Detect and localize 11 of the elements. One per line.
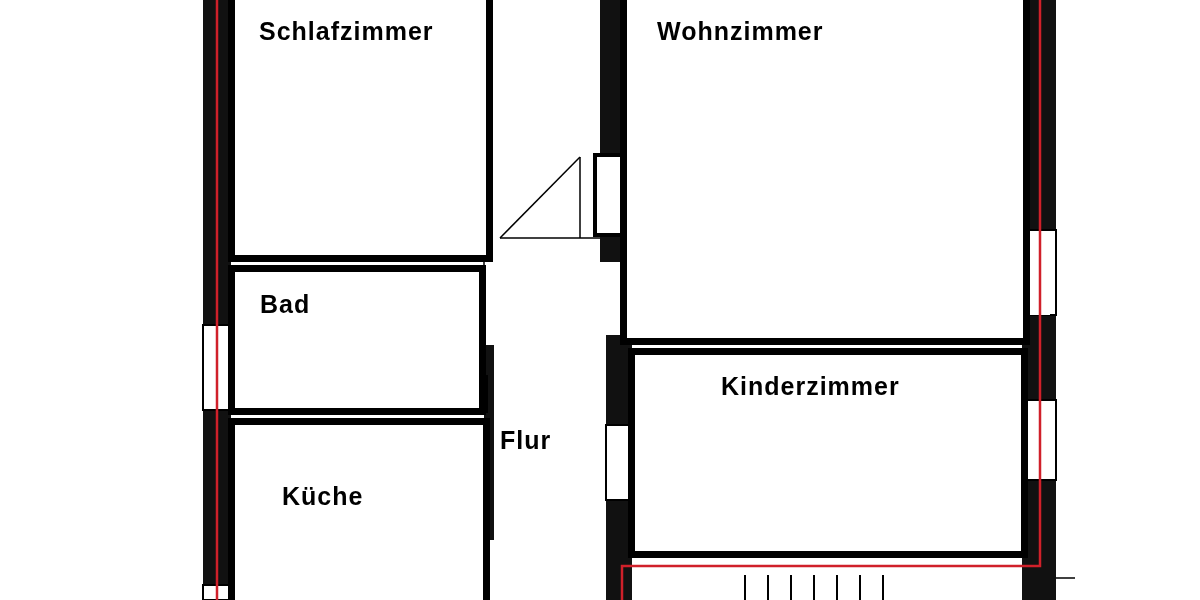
room-outline <box>620 0 1030 345</box>
room-outline <box>228 265 486 415</box>
room-outline <box>228 418 490 600</box>
room-label: Flur <box>500 428 552 453</box>
room-label: Wohnzimmer <box>657 19 824 44</box>
room-outline <box>628 348 1028 558</box>
room-label: Bad <box>260 292 311 317</box>
room-label: Schlafzimmer <box>259 19 434 44</box>
room-label: Kinderzimmer <box>721 374 900 399</box>
room-label: Küche <box>282 484 364 509</box>
room-outline <box>228 0 493 262</box>
